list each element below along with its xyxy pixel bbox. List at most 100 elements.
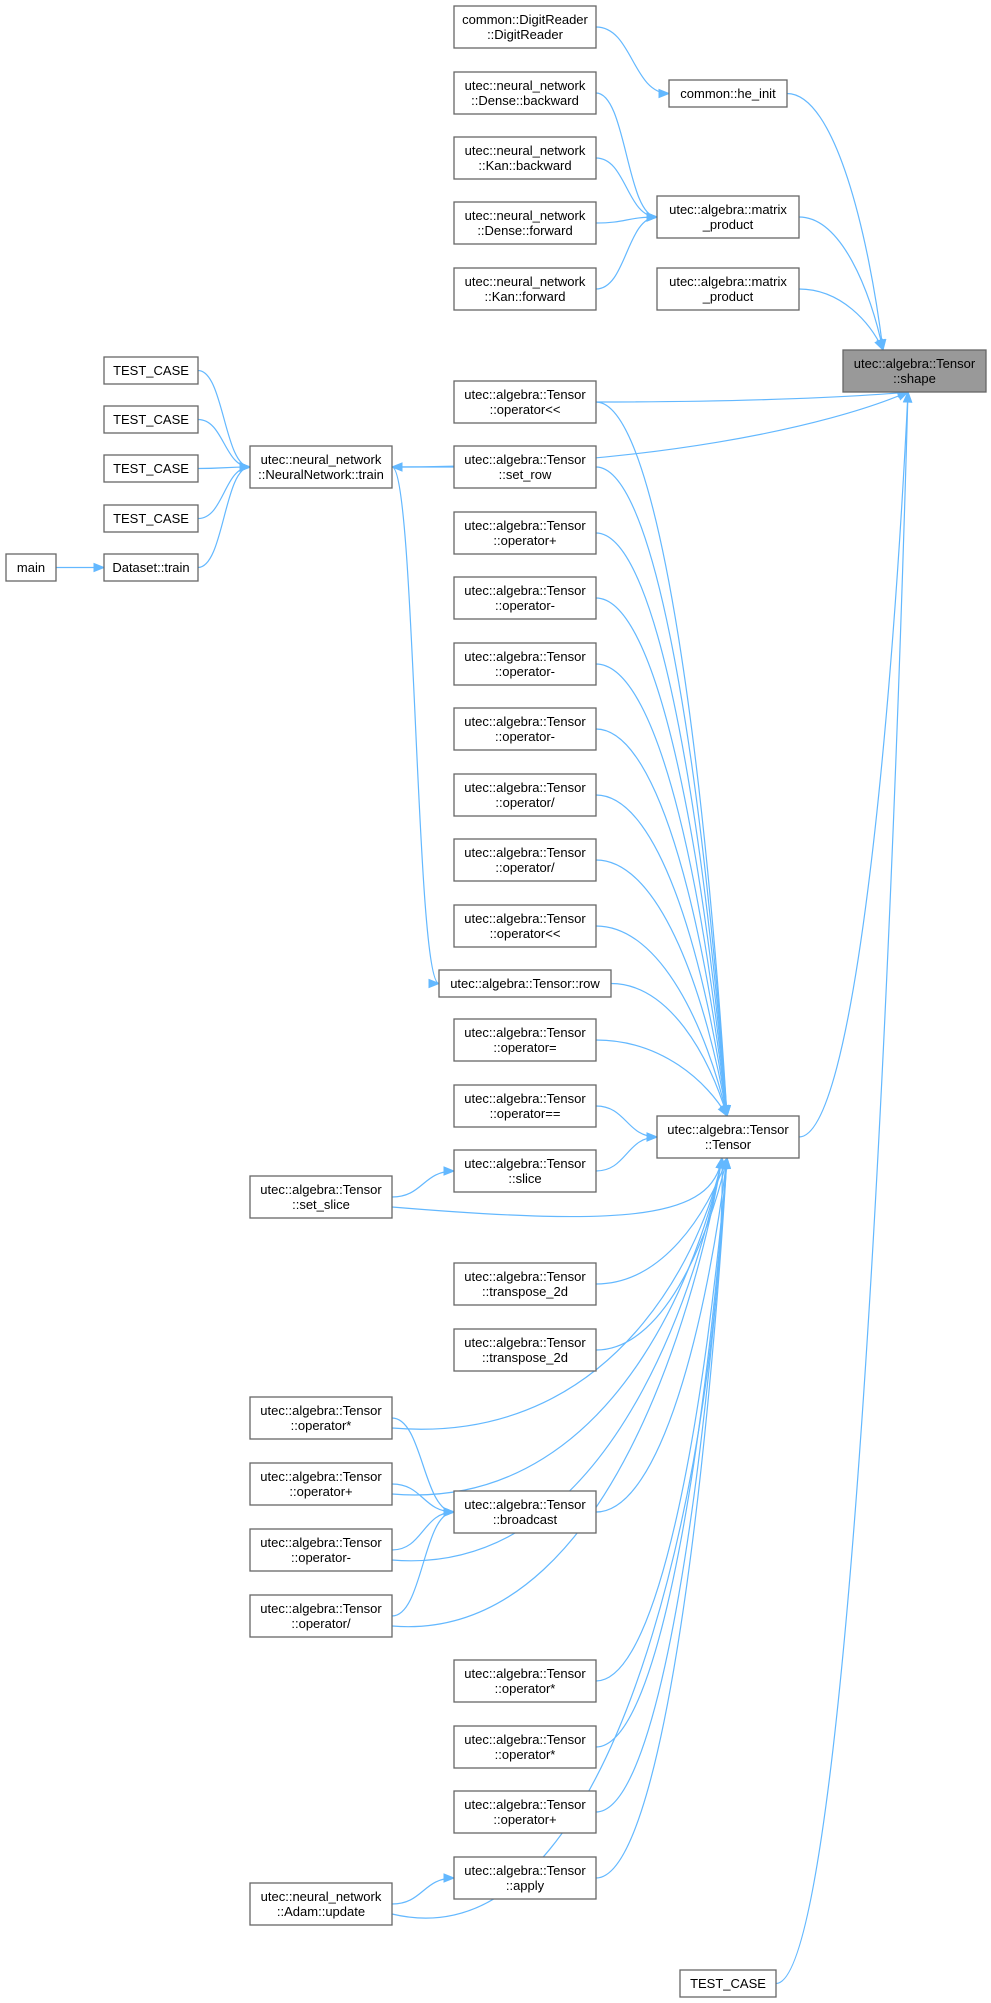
node-test-case-4[interactable]: TEST_CASE: [103, 504, 199, 533]
node-label: ::Dense::backward: [471, 93, 579, 108]
edge-op-assign-to-tensor-ctor-line: [595, 1039, 728, 1117]
node-label: TEST_CASE: [113, 461, 189, 476]
node-box[interactable]: [249, 1175, 393, 1219]
node-box[interactable]: [453, 904, 597, 948]
edge-nn-train-to-tensor-row-arrowhead: [428, 978, 441, 989]
node-op-plus-1[interactable]: utec::algebra::Tensor::operator+: [453, 511, 597, 555]
node-op-shift-1[interactable]: utec::algebra::Tensor::operator<<: [453, 380, 597, 424]
node-label: ::operator/: [495, 860, 555, 875]
node-label: ::Kan::forward: [485, 289, 566, 304]
node-set-slice[interactable]: utec::algebra::Tensor::set_slice: [249, 1175, 393, 1219]
node-matrix-product-1[interactable]: utec::algebra::matrix_product: [656, 195, 800, 239]
node-box[interactable]: [249, 1528, 393, 1572]
node-digitreader[interactable]: common::DigitReader::DigitReader: [453, 5, 597, 49]
node-kan-forward[interactable]: utec::neural_network::Kan::forward: [453, 267, 597, 311]
node-box[interactable]: [453, 1149, 597, 1193]
node-box[interactable]: [453, 576, 597, 620]
node-dataset-train[interactable]: Dataset::train: [103, 553, 199, 582]
node-test-case-2[interactable]: TEST_CASE: [103, 405, 199, 434]
node-op-minus-1[interactable]: utec::algebra::Tensor::operator-: [453, 576, 597, 620]
edge-matrix-product-2-to-shape-line: [798, 288, 884, 351]
node-box[interactable]: [842, 349, 987, 393]
node-tensor-ctor[interactable]: utec::algebra::Tensor::Tensor: [656, 1115, 800, 1159]
node-box[interactable]: [453, 1262, 597, 1306]
node-he-init[interactable]: common::he_init: [668, 79, 788, 108]
node-box[interactable]: [249, 1882, 393, 1926]
node-nn-train[interactable]: utec::neural_network::NeuralNetwork::tra…: [249, 445, 393, 489]
node-matrix-product-2[interactable]: utec::algebra::matrix_product: [656, 267, 800, 311]
node-op-minus-2[interactable]: utec::algebra::Tensor::operator-: [453, 642, 597, 686]
node-transpose-1[interactable]: utec::algebra::Tensor::transpose_2d: [453, 1262, 597, 1306]
node-op-mul-1[interactable]: utec::algebra::Tensor::operator*: [453, 1659, 597, 1703]
node-kan-backward[interactable]: utec::neural_network::Kan::backward: [453, 136, 597, 180]
node-box[interactable]: [656, 267, 800, 311]
node-box[interactable]: [656, 1115, 800, 1159]
node-box[interactable]: [5, 553, 57, 582]
node-box[interactable]: [453, 1659, 597, 1703]
node-main[interactable]: main: [5, 553, 57, 582]
node-test-case-1[interactable]: TEST_CASE: [103, 356, 199, 385]
node-set-row[interactable]: utec::algebra::Tensor::set_row: [453, 445, 597, 489]
node-op-mul-2[interactable]: utec::algebra::Tensor::operator*: [453, 1725, 597, 1769]
node-box[interactable]: [249, 1396, 393, 1440]
node-box[interactable]: [679, 1969, 777, 1998]
edge-op-mul-2-to-tensor-ctor-line: [595, 1157, 728, 1748]
node-label: utec::algebra::Tensor: [260, 1403, 382, 1418]
node-box[interactable]: [453, 1490, 597, 1534]
node-box[interactable]: [453, 267, 597, 311]
node-op-plus-2[interactable]: utec::algebra::Tensor::operator+: [453, 1790, 597, 1834]
node-box[interactable]: [103, 553, 199, 582]
node-box[interactable]: [249, 445, 393, 489]
node-box[interactable]: [453, 201, 597, 245]
node-box[interactable]: [453, 136, 597, 180]
node-transpose-2[interactable]: utec::algebra::Tensor::transpose_2d: [453, 1328, 597, 1372]
node-box[interactable]: [249, 1462, 393, 1506]
node-box[interactable]: [103, 405, 199, 434]
node-tensor-row[interactable]: utec::algebra::Tensor::row: [438, 969, 612, 998]
node-op-mul-left[interactable]: utec::algebra::Tensor::operator*: [249, 1396, 393, 1440]
node-dense-backward[interactable]: utec::neural_network::Dense::backward: [453, 71, 597, 115]
node-op-div-2[interactable]: utec::algebra::Tensor::operator/: [453, 838, 597, 882]
node-test-case-5[interactable]: TEST_CASE: [679, 1969, 777, 1998]
node-adam-update[interactable]: utec::neural_network::Adam::update: [249, 1882, 393, 1926]
node-box[interactable]: [453, 511, 597, 555]
node-op-div-left[interactable]: utec::algebra::Tensor::operator/: [249, 1594, 393, 1638]
node-op-plus-left[interactable]: utec::algebra::Tensor::operator+: [249, 1462, 393, 1506]
node-box[interactable]: [453, 1084, 597, 1128]
node-box[interactable]: [103, 356, 199, 385]
node-box[interactable]: [249, 1594, 393, 1638]
node-op-div-1[interactable]: utec::algebra::Tensor::operator/: [453, 773, 597, 817]
node-op-assign[interactable]: utec::algebra::Tensor::operator=: [453, 1018, 597, 1062]
node-box[interactable]: [453, 1856, 597, 1900]
node-box[interactable]: [103, 504, 199, 533]
node-box[interactable]: [453, 838, 597, 882]
node-box[interactable]: [453, 707, 597, 751]
node-box[interactable]: [103, 454, 199, 483]
node-shape[interactable]: utec::algebra::Tensor::shape: [842, 349, 987, 393]
node-apply[interactable]: utec::algebra::Tensor::apply: [453, 1856, 597, 1900]
node-box[interactable]: [453, 642, 597, 686]
edge-kan-backward-to-matrix-product-1-line: [595, 157, 658, 218]
node-op-minus-3[interactable]: utec::algebra::Tensor::operator-: [453, 707, 597, 751]
node-op-minus-left[interactable]: utec::algebra::Tensor::operator-: [249, 1528, 393, 1572]
node-dense-forward[interactable]: utec::neural_network::Dense::forward: [453, 201, 597, 245]
node-op-eq[interactable]: utec::algebra::Tensor::operator==: [453, 1084, 597, 1128]
edge-op-minus-3-to-tensor-ctor: [595, 728, 731, 1118]
node-test-case-3[interactable]: TEST_CASE: [103, 454, 199, 483]
node-op-shift-2[interactable]: utec::algebra::Tensor::operator<<: [453, 904, 597, 948]
node-box[interactable]: [656, 195, 800, 239]
node-box[interactable]: [668, 79, 788, 108]
node-box[interactable]: [453, 5, 597, 49]
node-box[interactable]: [453, 1790, 597, 1834]
node-box[interactable]: [453, 445, 597, 489]
node-slice[interactable]: utec::algebra::Tensor::slice: [453, 1149, 597, 1193]
node-box[interactable]: [453, 71, 597, 115]
node-box[interactable]: [453, 380, 597, 424]
node-box[interactable]: [453, 1328, 597, 1372]
node-box[interactable]: [453, 1018, 597, 1062]
node-box[interactable]: [438, 969, 612, 998]
node-label: utec::algebra::Tensor: [464, 1732, 586, 1747]
node-broadcast[interactable]: utec::algebra::Tensor::broadcast: [453, 1490, 597, 1534]
node-box[interactable]: [453, 773, 597, 817]
node-box[interactable]: [453, 1725, 597, 1769]
